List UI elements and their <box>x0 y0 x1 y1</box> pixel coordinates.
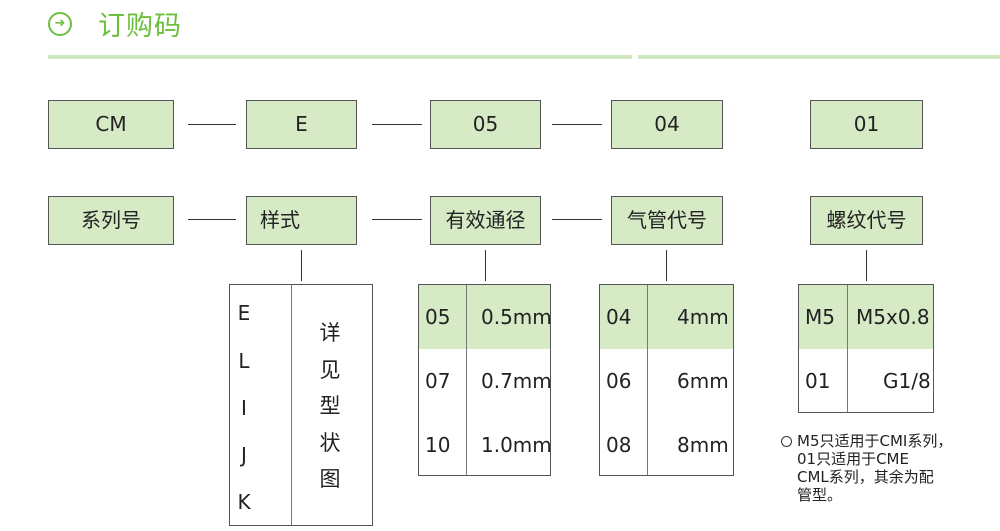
style-description-char: 型 <box>319 394 341 418</box>
table-divider <box>466 285 467 475</box>
diameter-table: 05 0.5mm 07 0.7mm 10 1.0mm <box>418 284 552 476</box>
connector-dash <box>372 124 422 125</box>
table-row: 08 8mm <box>606 433 729 457</box>
page-title: 订购码 <box>98 11 182 42</box>
style-letter: E <box>237 301 251 325</box>
code-box-thread: 01 <box>810 100 923 149</box>
label-box-thread: 螺纹代号 <box>810 196 923 245</box>
style-description-char: 见 <box>319 358 341 382</box>
style-letter: I <box>241 396 247 420</box>
label-box-tube: 气管代号 <box>611 196 723 245</box>
style-table: E L I J K 详 见 型 状 图 <box>229 284 373 526</box>
header-divider-notch <box>632 55 638 59</box>
connector-dash <box>552 219 602 220</box>
table-divider <box>647 285 648 475</box>
table-row: 01 G1/8 <box>805 369 931 393</box>
connector-vertical <box>485 250 486 281</box>
table-row: 06 6mm <box>606 369 729 393</box>
style-letter: K <box>237 490 251 514</box>
connector-dash <box>188 124 236 125</box>
label-box-style: 样式 <box>246 196 357 245</box>
footnote-line: 01只适用于CME <box>797 450 909 468</box>
connector-vertical <box>866 250 867 281</box>
thread-table: M5 M5x0.8 01 G1/8 <box>798 284 934 413</box>
connector-vertical <box>666 250 667 281</box>
code-box-tube: 04 <box>611 100 723 149</box>
connector-dash <box>188 219 236 220</box>
table-row: M5 M5x0.8 <box>799 285 933 349</box>
header-divider <box>48 55 1000 59</box>
label-box-diameter: 有效通径 <box>430 196 541 245</box>
table-divider <box>291 285 292 525</box>
code-box-series: CM <box>48 100 174 149</box>
tube-table: 04 4mm 06 6mm 08 8mm <box>599 284 734 476</box>
style-letter: L <box>238 349 250 373</box>
arrow-right-circle-icon: ➜ <box>48 12 72 36</box>
style-description-char: 详 <box>319 321 341 345</box>
style-description-char: 图 <box>319 467 341 491</box>
code-box-diameter: 05 <box>430 100 541 149</box>
bullet-circle-icon <box>781 436 792 447</box>
table-row: 05 0.5mm <box>419 285 552 349</box>
footnote: M5只适用于CMI系列， 01只适用于CME CML系列，其余为配 管型。 <box>781 432 986 504</box>
connector-vertical <box>301 250 302 281</box>
table-row: 10 1.0mm <box>425 433 552 457</box>
label-box-series: 系列号 <box>48 196 174 245</box>
style-description-char: 状 <box>319 431 341 455</box>
style-letter: J <box>241 443 247 467</box>
footnote-line: CML系列，其余为配 <box>797 468 934 486</box>
code-box-style: E <box>246 100 357 149</box>
table-row: 07 0.7mm <box>425 369 552 393</box>
footnote-line: 管型。 <box>797 486 843 504</box>
connector-dash <box>552 124 602 125</box>
table-row: 04 4mm <box>600 285 733 349</box>
connector-dash <box>372 219 422 220</box>
table-divider <box>847 285 848 412</box>
footnote-line: M5只适用于CMI系列， <box>797 432 953 450</box>
